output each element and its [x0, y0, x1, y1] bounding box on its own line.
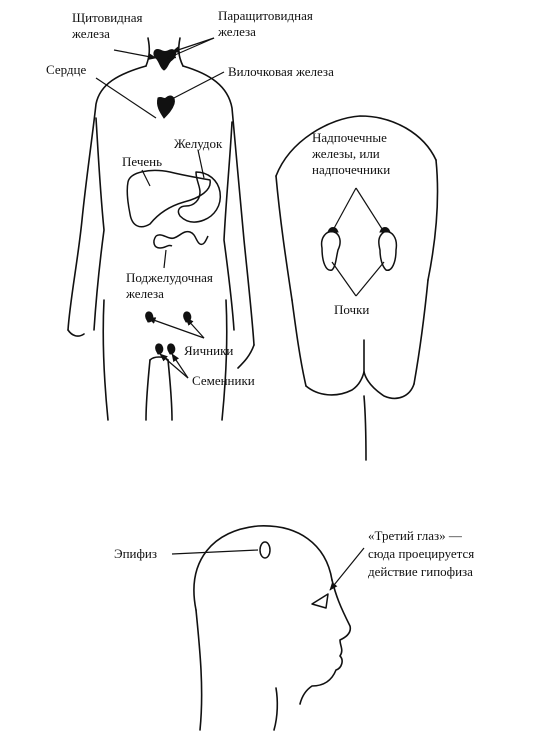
label-pancreas-1: Поджелудочная: [126, 270, 213, 285]
label-ovaries: Яичники: [184, 343, 233, 358]
adrenal-glands: [327, 227, 391, 233]
labels: Щитовидная железа Паращитовидная железа …: [46, 8, 474, 579]
thyroid-gland: [153, 49, 177, 71]
back-body-figure: [275, 115, 439, 461]
pancreas-organ: [153, 230, 209, 249]
testes-glands: [155, 343, 176, 355]
label-pineal: Эпифиз: [114, 546, 157, 561]
head-profile: [193, 525, 352, 731]
liver-organ: [126, 169, 211, 228]
label-testes: Семенники: [192, 373, 255, 388]
pineal-gland: [259, 541, 271, 559]
front-body-figure: [67, 37, 255, 421]
label-thyroid-1: Щитовидная: [72, 10, 143, 25]
leader-lines: [95, 37, 385, 591]
ovaries-glands: [145, 311, 192, 323]
stomach-organ: [177, 171, 222, 223]
label-parathyroid-2: железа: [217, 24, 256, 39]
label-pancreas-2: железа: [125, 286, 164, 301]
label-liver: Печень: [122, 154, 162, 169]
thymus-gland: [157, 95, 175, 119]
kidneys-organ: [320, 230, 398, 271]
label-adrenal-2: железы, или: [311, 146, 380, 161]
label-stomach: Желудок: [174, 136, 223, 151]
label-kidneys: Почки: [334, 302, 369, 317]
label-third-eye-3: действие гипофиза: [368, 564, 473, 579]
label-adrenal-3: надпочечники: [312, 162, 390, 177]
label-third-eye-2: сюда проецируется: [368, 546, 474, 561]
third-eye-mark: [311, 593, 329, 609]
label-thyroid-2: железа: [71, 26, 110, 41]
label-third-eye-1: «Третий глаз» —: [368, 528, 463, 543]
label-adrenal-1: Надпочечные: [312, 130, 387, 145]
label-parathyroid-1: Паращитовидная: [218, 8, 313, 23]
label-thymus: Вилочковая железа: [228, 64, 334, 79]
label-heart: Сердце: [46, 62, 86, 77]
